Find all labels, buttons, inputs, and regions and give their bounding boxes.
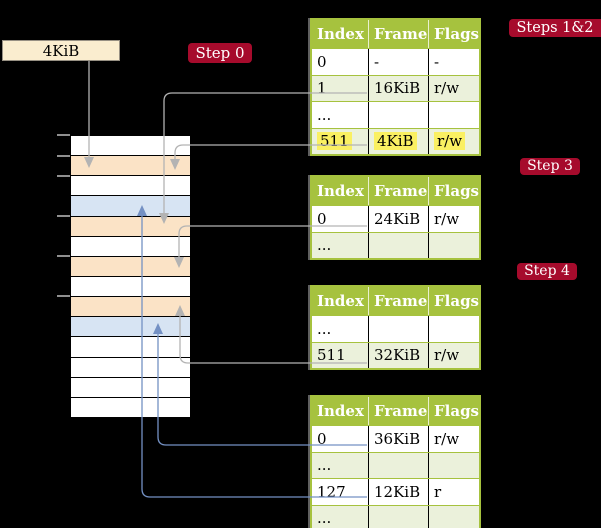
memory-frame-row-5 xyxy=(71,236,190,257)
table-cell: 127 xyxy=(312,479,369,505)
table-header-cell: Flags xyxy=(434,182,479,200)
table-cell: ... xyxy=(312,232,369,258)
memory-frame-row-6 xyxy=(71,256,190,277)
table-header-cell: Index xyxy=(312,287,369,315)
memory-frame-row-4 xyxy=(71,216,190,237)
table-cell xyxy=(429,453,479,479)
memory-tick xyxy=(57,255,70,257)
table-cell xyxy=(429,233,479,259)
memory-frame-row-8 xyxy=(71,297,190,318)
memory-tick xyxy=(57,175,70,177)
table-cell: 4KiB xyxy=(369,128,429,154)
memory-frame-row-3 xyxy=(71,196,190,217)
table-cell: 12KiB xyxy=(369,479,429,505)
table-header-cell: Frame xyxy=(369,177,429,205)
table-cell: 24KiB xyxy=(369,206,429,232)
table-cell: 0 xyxy=(312,49,369,75)
table-header-cell: Flags xyxy=(434,25,479,43)
table-cell xyxy=(429,316,479,342)
table-cell xyxy=(369,452,429,478)
highlighted-value: 511 xyxy=(317,132,352,151)
table-cell: r/w xyxy=(429,129,479,155)
table-cell: r/w xyxy=(434,79,460,98)
table-cell: - xyxy=(434,52,440,71)
memory-tick xyxy=(57,134,70,136)
memory-frame-row-10 xyxy=(71,337,190,358)
memory-tick xyxy=(57,215,70,217)
table-cell xyxy=(369,232,429,258)
table-cell: r/w xyxy=(434,209,460,228)
table-cell: ... xyxy=(312,452,369,478)
physical-memory-stack xyxy=(70,135,191,418)
memory-frame-row-9 xyxy=(71,317,190,338)
table-cell: r/w xyxy=(434,429,460,448)
table-cell: 36KiB xyxy=(369,426,429,452)
memory-frame-row-12 xyxy=(71,377,190,398)
table-cell xyxy=(429,506,479,528)
table-cell: 511 xyxy=(312,342,369,368)
register-label: 4KiB xyxy=(42,41,80,60)
table-header-cell: Index xyxy=(312,20,369,48)
memory-frame-row-13 xyxy=(71,397,190,417)
table-cell: ... xyxy=(312,505,369,528)
table-cell: 0 xyxy=(312,206,369,232)
table-cell: ... xyxy=(312,102,369,128)
step4-label: Step 4 xyxy=(517,263,577,280)
table-header-cell: Flags xyxy=(434,292,479,310)
table-header-cell: Index xyxy=(312,177,369,205)
step0-label: Step 0 xyxy=(188,43,252,63)
table-row: ... xyxy=(312,101,479,128)
table-cell: 511 xyxy=(312,128,369,154)
table-cell: 0 xyxy=(312,426,369,452)
table-row: ... xyxy=(312,231,479,259)
table-header-cell: Frame xyxy=(369,397,429,425)
memory-frame-row-0 xyxy=(71,136,190,157)
highlighted-value: 4KiB xyxy=(374,132,417,151)
memory-tick xyxy=(57,155,70,157)
step3-label: Step 3 xyxy=(520,158,580,175)
steps1and2-label: Steps 1&2 xyxy=(509,19,601,37)
register-box: 4KiB xyxy=(2,40,120,61)
memory-frame-row-7 xyxy=(71,276,190,298)
table-cell xyxy=(369,505,429,528)
table-cell xyxy=(429,102,479,128)
table-cell: 32KiB xyxy=(369,342,429,368)
table-row: 0-- xyxy=(312,48,479,75)
table-header-cell: Flags xyxy=(434,402,479,420)
table-cell: ... xyxy=(312,316,369,342)
memory-tick xyxy=(57,295,70,297)
table-cell: 1 xyxy=(312,75,369,101)
table-row: ... xyxy=(312,504,479,528)
memory-frame-row-11 xyxy=(71,357,190,378)
table-cell xyxy=(369,316,429,342)
highlighted-value: r/w xyxy=(434,132,466,151)
memory-frame-row-2 xyxy=(71,176,190,197)
table-row: 511 4KiB r/w xyxy=(312,127,479,155)
table-header-cell: Index xyxy=(312,397,369,425)
table-header-cell: Frame xyxy=(369,20,429,48)
table-cell: r/w xyxy=(434,346,460,365)
table-cell: - xyxy=(369,49,429,75)
table-header-cell: Frame xyxy=(369,287,429,315)
memory-frame-row-1 xyxy=(71,156,190,177)
table-cell xyxy=(369,102,429,128)
table-row: ... xyxy=(312,451,479,479)
table-cell: 16KiB xyxy=(369,75,429,101)
table-row: ... xyxy=(312,315,479,342)
table-cell: r xyxy=(434,482,442,501)
